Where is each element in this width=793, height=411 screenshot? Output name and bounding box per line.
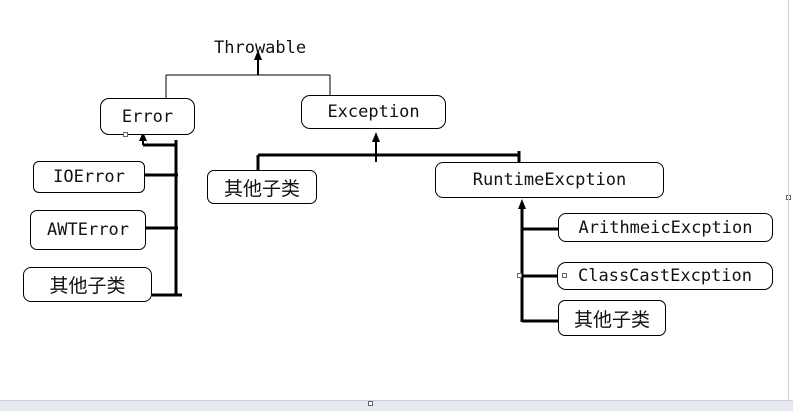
error-node: Error — [100, 98, 195, 135]
throwable-arrowhead — [254, 50, 262, 60]
error-resize-handle[interactable] — [123, 132, 128, 137]
awterror-node: AWTError — [30, 210, 146, 250]
error-arrowhead — [139, 132, 147, 141]
canvas-right-edge — [788, 0, 789, 400]
exception-other-node: 其他子类 — [207, 170, 317, 204]
runtime-other-node: 其他子类 — [558, 300, 666, 336]
throwable-label: Throwable — [214, 38, 307, 58]
canvas-bottom-scrollbar[interactable] — [0, 400, 793, 411]
error-other-node: 其他子类 — [23, 267, 152, 302]
connector-handle-right[interactable] — [562, 273, 567, 278]
runtime-arrowhead — [518, 199, 526, 209]
canvas-resize-handle-bottom[interactable] — [368, 401, 373, 406]
classcast-node: ClassCastExcption — [557, 262, 773, 290]
connector-handle-left[interactable] — [517, 273, 522, 278]
runtime-node: RuntimeExcption — [435, 162, 664, 198]
exception-arrowhead — [372, 132, 380, 142]
exception-node: Exception — [301, 95, 446, 129]
arithmeic-node: ArithmeicExcption — [558, 213, 773, 242]
ioerror-node: IOError — [33, 161, 145, 193]
